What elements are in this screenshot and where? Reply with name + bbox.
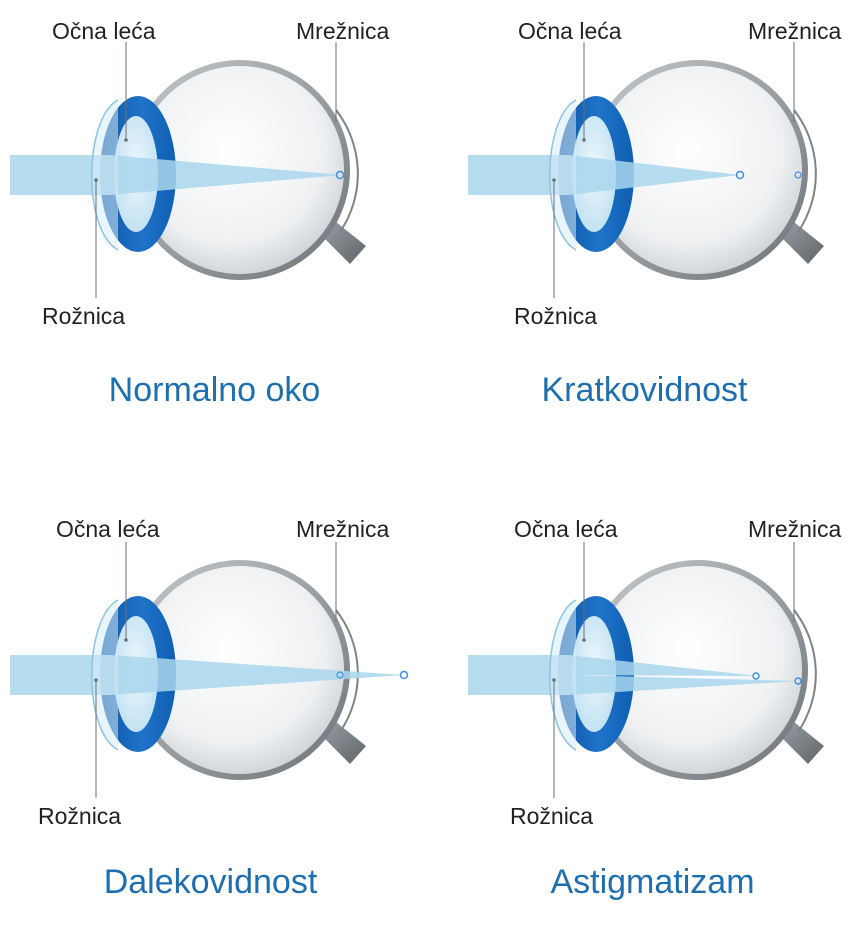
cornea-label: Rožnica bbox=[42, 305, 125, 328]
lens-label: Očna leća bbox=[52, 20, 156, 43]
lens-label: Očna leća bbox=[514, 518, 618, 541]
lens-label: Očna leća bbox=[56, 518, 160, 541]
retina-label: Mrežnica bbox=[296, 518, 389, 541]
lens-label: Očna leća bbox=[518, 20, 622, 43]
diagram-normal-eye: Očna leća Mrežnica Rožnica Normalno oko bbox=[0, 0, 433, 449]
diagram-hyperopia: Očna leća Mrežnica Rožnica Dalekovidnost bbox=[0, 500, 433, 949]
cornea-label: Rožnica bbox=[510, 805, 593, 828]
cornea-label: Rožnica bbox=[38, 805, 121, 828]
diagram-title: Normalno oko bbox=[0, 373, 431, 407]
diagram-title: Astigmatizam bbox=[436, 865, 866, 899]
retina-label: Mrežnica bbox=[748, 518, 841, 541]
diagram-title: Kratkovidnost bbox=[428, 373, 861, 407]
diagram-title: Dalekovidnost bbox=[0, 865, 427, 899]
retina-label: Mrežnica bbox=[296, 20, 389, 43]
diagram-astigmatism: Očna leća Mrežnica Rožnica Astigmatizam bbox=[458, 500, 866, 949]
diagram-myopia: Očna leća Mrežnica Rožnica Kratkovidnost bbox=[458, 0, 866, 449]
cornea-label: Rožnica bbox=[514, 305, 597, 328]
retina-label: Mrežnica bbox=[748, 20, 841, 43]
